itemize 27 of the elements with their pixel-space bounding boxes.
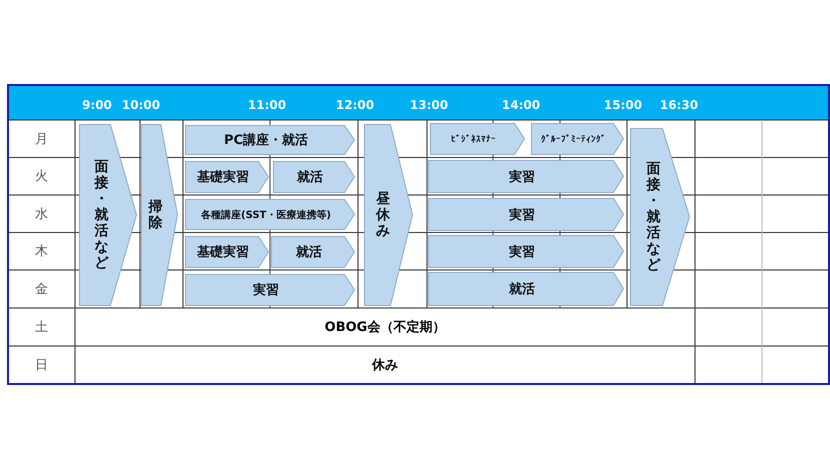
schedule-text: OBOG会（不定期）	[324, 318, 446, 337]
schedule-block: 基礎実習	[185, 161, 269, 193]
schedule-block: 掃除	[141, 124, 178, 306]
schedule-block: 面接・就活など	[630, 128, 690, 306]
schedule-block: 昼休み	[364, 124, 413, 306]
day-label: 木	[34, 243, 49, 261]
time-label: 9:00	[82, 97, 112, 114]
schedule-text: 休み	[372, 357, 398, 375]
schedule-block: 面接・就活など	[79, 124, 137, 306]
schedule-block: 基礎実習	[185, 236, 269, 268]
schedule-block: 就活	[271, 236, 355, 268]
schedule-block: 就活	[428, 272, 624, 306]
schedule-block: 実習	[185, 274, 355, 306]
day-label: 土	[34, 319, 49, 337]
schedule-block: 各種講座(SST・医療連携等)	[185, 199, 355, 230]
day-label: 月	[34, 130, 49, 148]
day-label: 火	[34, 168, 49, 186]
schedule-block: ﾋﾞｼﾞﾈｽﾏﾅｰ	[430, 123, 525, 155]
schedule-block: 実習	[428, 198, 624, 231]
day-label: 日	[34, 357, 49, 375]
schedule-block: PC講座・就活	[185, 125, 355, 155]
schedule-block: 実習	[428, 160, 624, 193]
schedule-block: 就活	[273, 161, 355, 193]
schedule-block: ｸﾞﾙｰﾌﾟﾐｰﾃｨﾝｸﾞ	[531, 123, 624, 155]
day-label: 水	[34, 206, 49, 224]
day-label: 金	[34, 281, 49, 299]
schedule-block: 実習	[428, 235, 624, 268]
